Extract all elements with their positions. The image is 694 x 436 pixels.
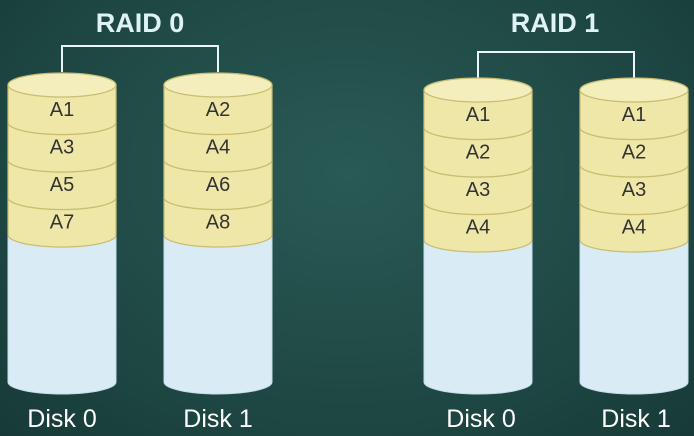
data-block: A1	[7, 72, 117, 136]
data-block-label: A8	[206, 211, 230, 233]
data-block-side	[7, 196, 117, 248]
data-block-top	[579, 77, 689, 103]
data-block: A2	[163, 72, 273, 136]
raid0-group: RAID 0 A7 A5 A3 A1 A8 A6 A4 A2 Disk 0 Disk 1	[7, 8, 273, 433]
data-block-side	[163, 196, 273, 248]
data-block-label: A2	[206, 99, 230, 121]
raid1-connector	[477, 51, 635, 78]
data-block: A1	[579, 77, 689, 141]
data-block: A1	[423, 77, 533, 141]
data-block-top	[7, 72, 117, 98]
raid0-disk1: A8 A6 A4 A2	[163, 72, 273, 395]
data-block-side	[7, 84, 117, 136]
disk-empty-space	[7, 234, 117, 395]
data-block-side	[579, 164, 689, 216]
data-block-label: A4	[622, 216, 646, 238]
data-block-label: A1	[466, 104, 490, 126]
data-block-top	[163, 72, 273, 98]
raid1-title: RAID 1	[511, 8, 600, 38]
data-block-side	[579, 201, 689, 253]
data-block-label: A3	[50, 136, 74, 158]
data-block-label: A1	[622, 104, 646, 126]
data-block-top	[423, 77, 533, 103]
data-block-label: A3	[622, 179, 646, 201]
raid1-disk0: A4 A3 A2 A1	[423, 77, 533, 395]
raid1-disk1: A4 A3 A2 A1	[579, 77, 689, 395]
raid1-disk0-label: Disk 0	[446, 405, 515, 433]
raid1-group: RAID 1 A4 A3 A2 A1 A4 A3 A2 A1 Disk 0 Disk 1	[423, 8, 689, 433]
data-block-side	[423, 164, 533, 216]
raid0-disk0: A7 A5 A3 A1	[7, 72, 117, 395]
disk-empty-space	[423, 239, 533, 395]
raid1-disk1-label: Disk 1	[601, 405, 670, 433]
data-block-side	[7, 159, 117, 211]
raid0-disk1-label: Disk 1	[183, 405, 252, 433]
data-block-label: A2	[466, 141, 490, 163]
data-block-label: A5	[50, 174, 74, 196]
data-block-side	[7, 121, 117, 173]
data-block-label: A4	[466, 216, 490, 238]
data-block-side	[163, 121, 273, 173]
data-block-side	[423, 201, 533, 253]
data-block-side	[163, 159, 273, 211]
raid0-connector	[61, 45, 219, 72]
data-block-label: A6	[206, 174, 230, 196]
data-block-side	[163, 84, 273, 136]
data-block-label: A2	[622, 141, 646, 163]
data-block-label: A7	[50, 211, 74, 233]
raid0-title: RAID 0	[96, 8, 185, 38]
disk-empty-space	[163, 234, 273, 395]
data-block-side	[423, 89, 533, 141]
data-block-label: A1	[50, 99, 74, 121]
data-block-label: A3	[466, 179, 490, 201]
disk-empty-space	[579, 239, 689, 395]
data-block-side	[579, 126, 689, 178]
raid0-disk0-label: Disk 0	[27, 405, 96, 433]
data-block-label: A4	[206, 136, 230, 158]
data-block-side	[423, 126, 533, 178]
data-block-side	[579, 89, 689, 141]
